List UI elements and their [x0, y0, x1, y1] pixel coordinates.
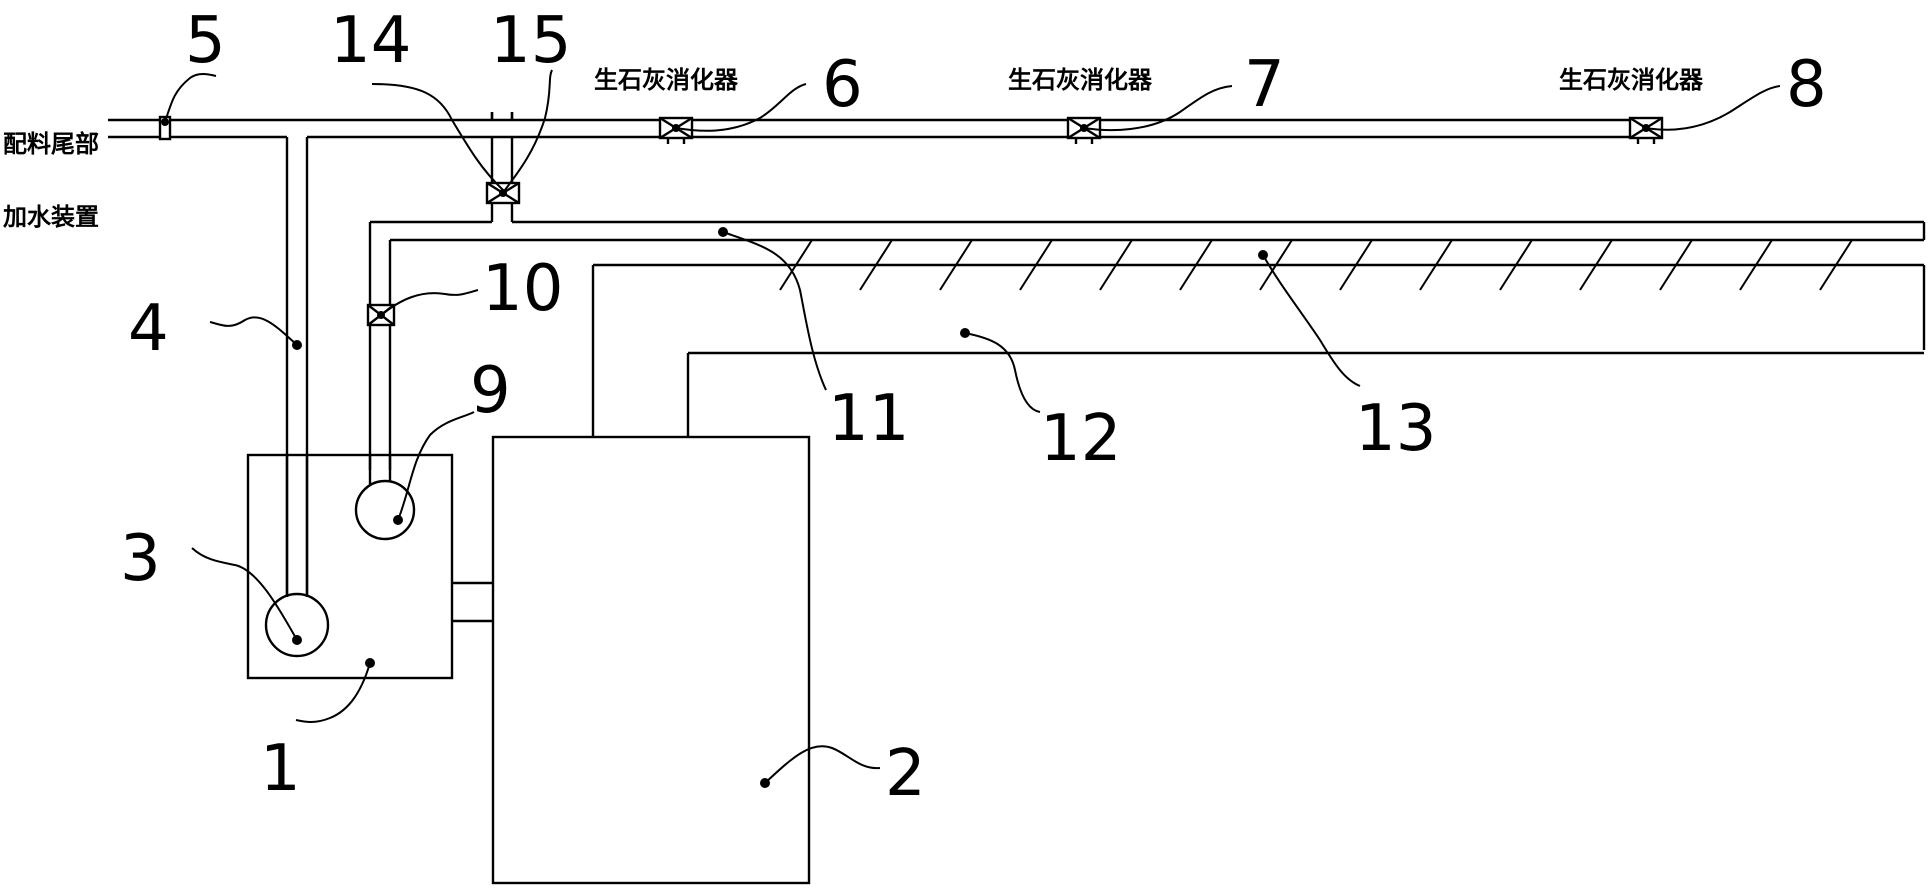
label-4: 4	[128, 292, 169, 366]
label-7: 7	[1244, 48, 1285, 122]
label-15: 15	[490, 4, 571, 78]
pipe-14-stub	[490, 112, 514, 120]
main-feed-pipe	[108, 118, 1657, 139]
pipe-15-to-11	[490, 203, 514, 222]
label-8: 8	[1786, 48, 1827, 122]
pipe-4	[285, 137, 309, 605]
label-1: 1	[260, 732, 301, 806]
connector-1-2	[452, 581, 493, 623]
label-13: 13	[1355, 392, 1436, 466]
label-9: 9	[470, 354, 511, 428]
reference-dots	[161, 118, 1268, 788]
water-inlet-pipe	[490, 112, 514, 183]
label-14: 14	[330, 4, 411, 78]
slaker-7-label: 生石灰消化器	[1008, 66, 1153, 94]
conveyor-housing-12	[591, 263, 1926, 437]
pipe-11	[368, 220, 1926, 470]
valve-7	[1066, 116, 1102, 144]
tank-1	[246, 453, 454, 680]
tank-2	[491, 435, 811, 885]
feed-valve-5	[158, 115, 172, 141]
label-12: 12	[1040, 402, 1121, 476]
label-5: 5	[185, 4, 226, 78]
feed-tail-label: 配料尾部	[3, 130, 99, 158]
label-2: 2	[885, 737, 926, 811]
leader-lines	[164, 69, 1781, 784]
valve-8	[1628, 116, 1664, 144]
valve-6	[658, 116, 694, 144]
label-6: 6	[822, 48, 863, 122]
slaker-6-label: 生石灰消化器	[594, 66, 739, 94]
valve-15	[485, 181, 521, 205]
pump-3	[264, 592, 330, 658]
slaker-8-label: 生石灰消化器	[1559, 66, 1704, 94]
hatching-13	[779, 239, 1853, 291]
label-10: 10	[482, 252, 563, 326]
water-device-label: 加水装置	[3, 203, 99, 231]
pump-9	[354, 479, 416, 541]
label-3: 3	[120, 522, 161, 596]
label-11: 11	[828, 382, 909, 456]
